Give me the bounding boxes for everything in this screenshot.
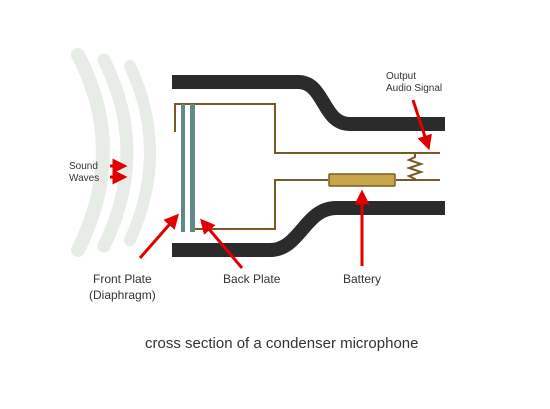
front-plate-label-line1: Front Plate	[93, 272, 152, 286]
sound-wave-outer	[71, 48, 110, 257]
housing-bottom	[172, 201, 445, 257]
front-plate-arrow	[138, 213, 179, 259]
sound-wave-inner	[124, 60, 156, 246]
sound-wave-middle	[97, 53, 134, 253]
sound-waves-label-line1: Sound	[69, 161, 98, 172]
diagram-caption: cross section of a condenser microphone	[145, 335, 418, 352]
front-plate-diaphragm	[181, 104, 185, 232]
output-label-line1: Output	[386, 71, 416, 82]
sound-waves-graphic	[71, 48, 156, 257]
output-arrow	[411, 99, 432, 151]
diagram-labels: Output Audio Signal Sound Waves Front Pl…	[69, 71, 442, 352]
battery	[328, 173, 396, 187]
housing-top	[172, 75, 445, 131]
battery-label: Battery	[343, 272, 381, 286]
front-plate-label-line2: (Diaphragm)	[89, 288, 156, 302]
resistor	[405, 153, 425, 180]
annotation-arrows	[110, 99, 432, 269]
output-label-line2: Audio Signal	[386, 83, 442, 94]
sound-waves-label-line2: Waves	[69, 173, 99, 184]
microphone-housing	[172, 75, 445, 257]
back-plate-arrow	[200, 218, 244, 269]
back-plate-label: Back Plate	[223, 272, 281, 286]
back-plate	[190, 104, 195, 232]
